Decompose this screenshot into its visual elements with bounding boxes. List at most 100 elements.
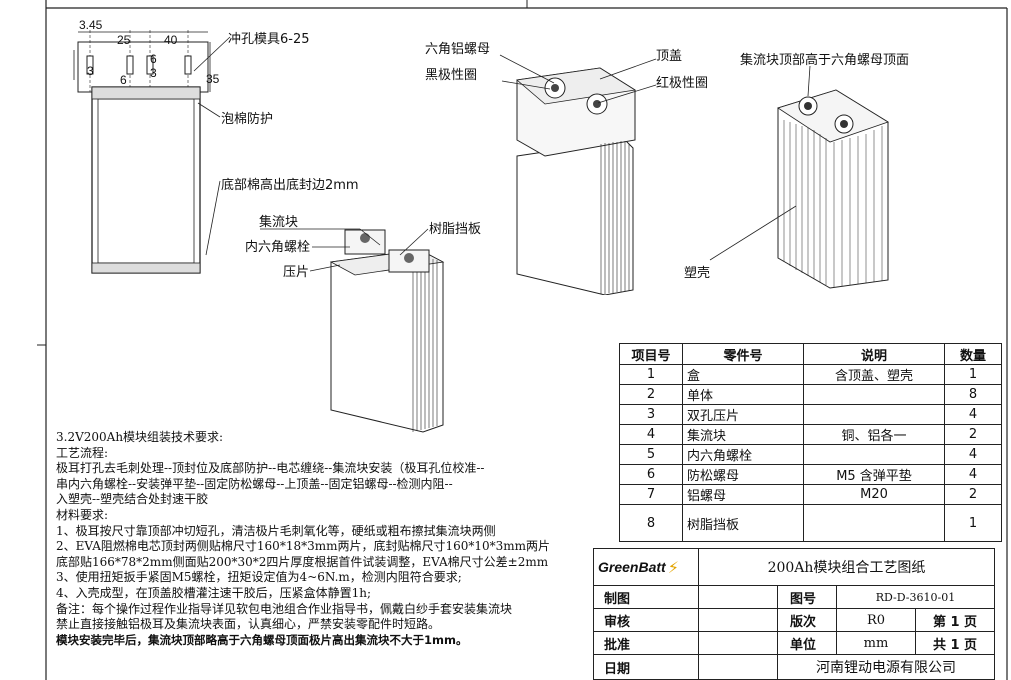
cell-desc: M5 含弹平垫 bbox=[803, 464, 945, 485]
cell-part: 单体 bbox=[682, 384, 804, 405]
note-line: 极耳打孔去毛刺处理--顶封位及底部防护--电芯缠绕--集流块安装（极耳孔位校准-… bbox=[56, 461, 485, 476]
dim-3-b: 3 bbox=[150, 66, 157, 80]
cell-no: 6 bbox=[619, 464, 683, 485]
assembly-shell-view bbox=[777, 89, 889, 289]
table-row: 2 单体 8 bbox=[619, 384, 1002, 405]
assembly-stack-view bbox=[329, 229, 445, 433]
note-line: 3、使用扭矩扳手紧固M5螺栓，扭矩设定值为4~6N.m，检测内阻符合要求; bbox=[56, 570, 462, 585]
cell-part: 双孔压片 bbox=[682, 404, 804, 425]
leaders-cover bbox=[499, 54, 657, 104]
label-foam-protection: 泡棉防护 bbox=[221, 112, 274, 127]
col-header: 项目号 bbox=[619, 343, 683, 365]
label-hex-bolt: 内六角螺栓 bbox=[245, 240, 311, 255]
leaders-cell bbox=[197, 102, 221, 256]
cell-desc: 铜、铝各一 bbox=[803, 424, 945, 445]
version-value: R0 bbox=[836, 608, 916, 632]
cell-desc bbox=[803, 504, 945, 542]
table-row: 8 树脂挡板 1 bbox=[619, 504, 1002, 542]
drafted-value bbox=[698, 585, 778, 609]
label-collector-block: 集流块 bbox=[259, 215, 299, 230]
dim-6-a: 6 bbox=[120, 73, 127, 87]
leaders-shell bbox=[709, 65, 811, 261]
table-row: 3 双孔压片 4 bbox=[619, 404, 1002, 425]
note-line: 3.2V200Ah模块组装技术要求: bbox=[56, 430, 224, 444]
note-line: 工艺流程: bbox=[56, 445, 109, 460]
note-line: 2、EVA阻燃棉电芯顶封两侧贴棉尺寸160*18*3mm两片，底封贴棉尺寸160… bbox=[56, 539, 551, 554]
review-label: 审核 bbox=[593, 608, 699, 632]
version-label: 版次 bbox=[777, 608, 837, 632]
label-red-ring: 红极性圈 bbox=[656, 76, 709, 91]
label-black-ring: 黑极性圈 bbox=[425, 68, 478, 83]
cell-desc: M20 bbox=[803, 484, 945, 505]
cell-qty: 4 bbox=[944, 464, 1002, 485]
drafted-label: 制图 bbox=[593, 585, 699, 609]
label-resin-baffle: 树脂挡板 bbox=[429, 222, 482, 237]
table-header-row: 项目号 零件号 说明 数量 bbox=[619, 343, 1002, 365]
title-block: GreenBatt ⚡ 200Ah模块组合工艺图纸 制图 图号 RD-D-361… bbox=[593, 548, 995, 680]
cell-no: 4 bbox=[619, 424, 683, 445]
cell-qty: 8 bbox=[944, 384, 1002, 405]
cell-no: 3 bbox=[619, 404, 683, 425]
cell-part: 树脂挡板 bbox=[682, 504, 804, 542]
label-plastic-shell: 塑壳 bbox=[684, 266, 711, 281]
note-line: 入塑壳--塑壳结合处封速干胶 bbox=[56, 492, 209, 507]
leader-punch-tool bbox=[193, 36, 231, 72]
label-bottom-foam: 底部棉高出底封边2mm bbox=[221, 178, 359, 193]
table-row: 4 集流块 铜、铝各一 2 bbox=[619, 424, 1002, 445]
note-line-bold: 模块安装完毕后，集流块顶部略高于六角螺母顶面极片高出集流块不大于1mm。 bbox=[56, 632, 468, 647]
note-line: 材料要求: bbox=[56, 507, 109, 522]
unit-label: 单位 bbox=[777, 631, 837, 655]
col-header: 数量 bbox=[944, 343, 1002, 365]
company-cell: 河南锂动电源有限公司 bbox=[777, 654, 995, 680]
cell-qty: 2 bbox=[944, 424, 1002, 445]
cell-part: 铝螺母 bbox=[682, 484, 804, 505]
label-punch-tool: 冲孔模具6-25 bbox=[228, 32, 310, 47]
cell-no: 7 bbox=[619, 484, 683, 505]
dim-3-left: 3 bbox=[87, 64, 94, 78]
dim-40: 40 bbox=[164, 33, 178, 47]
cell-desc bbox=[803, 444, 945, 465]
note-line: 备注：每个操作过程作业指导详见软包电池组合作业指导书，佩戴白纱手套安装集流块 bbox=[56, 601, 513, 616]
cell-qty: 1 bbox=[944, 504, 1002, 542]
cell-desc: 含顶盖、塑壳 bbox=[803, 364, 945, 385]
leaders-stack bbox=[260, 228, 429, 272]
cell-qty: 4 bbox=[944, 404, 1002, 425]
title-cell: 200Ah模块组合工艺图纸 bbox=[698, 548, 995, 586]
tab-punch-detail bbox=[73, 30, 211, 93]
cell-part: 防松螺母 bbox=[682, 464, 804, 485]
dim-35: 35 bbox=[206, 72, 220, 86]
cell-desc bbox=[803, 384, 945, 405]
total-pages: 共 1 页 bbox=[915, 631, 995, 655]
cell-desc bbox=[803, 404, 945, 425]
label-collector-higher: 集流块顶部高于六角螺母顶面 bbox=[740, 53, 910, 68]
approve-value bbox=[698, 631, 778, 655]
cell-outline bbox=[91, 86, 201, 274]
logo-cell: GreenBatt ⚡ bbox=[593, 548, 699, 586]
lightning-logo-icon: ⚡ bbox=[667, 557, 679, 577]
cell-qty: 1 bbox=[944, 364, 1002, 385]
cell-qty: 2 bbox=[944, 484, 1002, 505]
table-row: 5 内六角螺栓 4 bbox=[619, 444, 1002, 465]
note-line: 串内六角螺栓--安装弹平垫--固定防松螺母--上顶盖--固定铝螺母--检测内阻-… bbox=[56, 476, 453, 491]
dim-25: 25 bbox=[117, 33, 131, 47]
page-value: 第 1 页 bbox=[915, 608, 995, 632]
note-line: 1、极耳按尺寸靠顶部冲切短孔，清洁极片毛刺氧化等，硬纸或粗布擦拭集流块两侧 bbox=[56, 523, 496, 538]
cell-no: 5 bbox=[619, 444, 683, 465]
label-hex-al-nut: 六角铝螺母 bbox=[425, 42, 491, 57]
review-value bbox=[698, 608, 778, 632]
col-header: 零件号 bbox=[682, 343, 804, 365]
dim-3-45: 3.45 bbox=[79, 18, 103, 32]
drawing-title: 200Ah模块组合工艺图纸 bbox=[767, 560, 926, 576]
cell-no: 8 bbox=[619, 504, 683, 542]
table-row: 6 防松螺母 M5 含弹平垫 4 bbox=[619, 464, 1002, 485]
table-row: 7 铝螺母 M20 2 bbox=[619, 484, 1002, 505]
assembly-notes: 3.2V200Ah模块组装技术要求: 工艺流程: 极耳打孔去毛刺处理--顶封位及… bbox=[56, 430, 596, 648]
col-header: 说明 bbox=[803, 343, 945, 365]
table-row: 1 盒 含顶盖、塑壳 1 bbox=[619, 364, 1002, 385]
parts-table: 项目号 零件号 说明 数量 1 盒 含顶盖、塑壳 1 2 单体 8 3 双孔压片… bbox=[619, 343, 1002, 542]
approve-label: 批准 bbox=[593, 631, 699, 655]
cell-qty: 4 bbox=[944, 444, 1002, 465]
label-pressing-plate: 压片 bbox=[283, 265, 310, 280]
drawing-no-label: 图号 bbox=[777, 585, 837, 609]
